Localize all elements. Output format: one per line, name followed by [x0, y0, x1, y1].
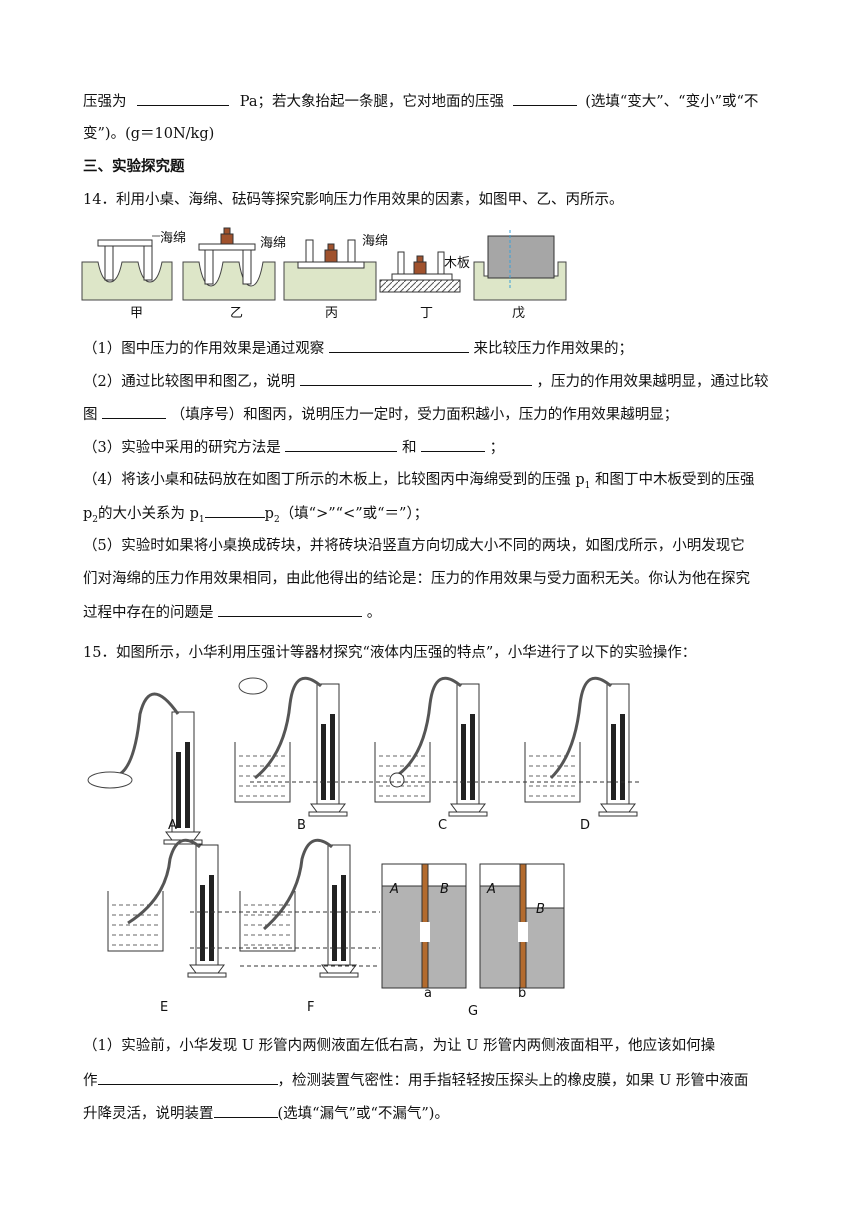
fig-yi — [182, 227, 276, 301]
apparatus-e — [107, 838, 227, 978]
fig-wu — [473, 230, 567, 301]
q13-text: 压强为 — [83, 94, 127, 110]
container-label: A — [390, 882, 399, 897]
apparatus-f — [239, 838, 359, 978]
fig-label: E — [160, 1000, 169, 1015]
sponge-label: 海绵 — [362, 234, 389, 249]
container-label: B — [440, 882, 449, 897]
answer-blank[interactable] — [97, 1070, 278, 1085]
q13-text: Pa；若大象抬起一条腿，它对地面的压强 — [239, 94, 504, 110]
fig-label: B — [297, 818, 306, 833]
fig-label: F — [307, 1000, 315, 1015]
fig-ding — [379, 251, 461, 293]
answer-blank[interactable] — [299, 371, 532, 386]
q14-text: 和 — [401, 440, 417, 456]
subscript: 1 — [584, 480, 591, 491]
q14-text: ，压力的作用效果越明显，通过比较 — [536, 374, 769, 390]
q15-part1: （1）实验前，小华发现 U 形管内两侧液面左低右高，为让 U 形管内两侧液面相平… — [83, 1038, 716, 1054]
q14-text: （1）图中压力的作用效果是通过观察 — [83, 341, 325, 357]
answer-blank[interactable] — [328, 338, 469, 353]
q14-text: ； — [489, 440, 505, 456]
q14-text: 过程中存在的问题是 — [83, 605, 214, 621]
apparatus-b — [234, 676, 348, 817]
answer-blank[interactable] — [512, 91, 577, 106]
q14-text: p — [83, 506, 93, 522]
sponge-label: 海绵 — [160, 231, 187, 246]
answer-blank[interactable] — [204, 503, 265, 518]
section-heading: 三、实验探究题 — [83, 159, 185, 175]
q14-part5-cont: 过程中存在的问题是 。 — [83, 602, 381, 623]
q14-stem: 14．利用小桌、海绵、砝码等探究影响压力作用效果的因素，如图甲、乙、丙所示。 — [83, 192, 624, 208]
fig-label: 丙 — [325, 306, 339, 321]
q13-line-1: 压强为 Pa；若大象抬起一条腿，它对地面的压强 (选填“变大”、“变小”或“不 — [83, 91, 758, 112]
q14-text: （2）通过比较图甲和图乙，说明 — [83, 374, 296, 390]
q14-text: 的大小关系为 p — [98, 506, 199, 522]
fig-label: A — [168, 818, 177, 833]
q14-part5-cont: 们对海绵的压力作用效果相同，由此他得出的结论是：压力的作用效果与受力面积无关。你… — [83, 571, 750, 587]
fig-label: D — [580, 818, 591, 833]
apparatus-c — [374, 676, 488, 817]
fig-label: 戊 — [512, 306, 526, 321]
q14-part1: （1）图中压力的作用效果是通过观察 来比较压力作用效果的； — [83, 338, 633, 359]
q14-part4: （4）将该小桌和砝码放在如图丁所示的木板上，比较图丙中海绵受到的压强 p1 和图… — [83, 470, 754, 496]
fig-label: G — [468, 1004, 479, 1019]
fig-label: b — [518, 986, 527, 1001]
q13-text: (选填“变大”、“变小”或“不 — [585, 94, 759, 110]
fig-label: 丁 — [420, 306, 434, 321]
apparatus-d — [524, 676, 638, 817]
answer-blank[interactable] — [137, 91, 230, 106]
q14-part2: （2）通过比较图甲和图乙，说明 ，压力的作用效果越明显，通过比较 — [83, 371, 768, 392]
q14-text: 和图丁中木板受到的压强 — [594, 472, 755, 488]
fig-label: 乙 — [230, 306, 244, 321]
fig-label: a — [424, 986, 432, 1001]
subscript: 1 — [198, 514, 205, 525]
fig-label: C — [438, 818, 448, 833]
q15-figure — [87, 676, 640, 989]
q15-part1-cont: 升降灵活，说明装置 (选填“漏气”或“不漏气”)。 — [83, 1103, 449, 1124]
q15-text: 作 — [83, 1073, 98, 1089]
q15-text: 升降灵活，说明装置 — [83, 1106, 214, 1122]
fig-jia — [81, 235, 173, 301]
q15-text: ，检测装置气密性：用手指轻轻按压探头上的橡皮膜，如果 U 形管中液面 — [277, 1073, 749, 1089]
q14-text: （填序号）和图丙，说明压力一定时，受力面积越小，压力的作用效果越明显； — [170, 407, 679, 423]
container-ga — [381, 863, 467, 989]
q14-part2-cont: 图 （填序号）和图丙，说明压力一定时，受力面积越小，压力的作用效果越明显； — [83, 404, 678, 425]
container-gb — [479, 863, 565, 989]
q14-text: （4）将该小桌和砝码放在如图丁所示的木板上，比较图丙中海绵受到的压强 p — [83, 472, 585, 488]
q14-text: 。 — [366, 605, 382, 621]
q15-text: (选填“漏气”或“不漏气”)。 — [277, 1106, 449, 1122]
q14-part3: （3）实验中采用的研究方法是 和 ； — [83, 437, 504, 458]
q14-text: 图 — [83, 407, 98, 423]
q15-part1-cont: 作 ，检测装置气密性：用手指轻轻按压探头上的橡皮膜，如果 U 形管中液面 — [83, 1070, 748, 1091]
q15-stem: 15．如图所示，小华利用压强计等器材探究“液体内压强的特点”，小华进行了以下的实… — [83, 645, 697, 661]
q14-text: （3）实验中采用的研究方法是 — [83, 440, 281, 456]
container-label: A — [487, 882, 496, 897]
q14-text: p — [264, 506, 274, 522]
apparatus-a — [87, 692, 203, 845]
q14-text: （填“>”“<”或“＝”）； — [279, 506, 429, 522]
subscript: 2 — [92, 514, 99, 525]
q13-line-2: 变”)。(g＝10N/kg) — [83, 126, 215, 142]
board-label: 木板 — [444, 256, 471, 271]
answer-blank[interactable] — [102, 404, 167, 419]
answer-blank[interactable] — [218, 602, 363, 617]
container-label: B — [536, 902, 545, 917]
q14-part5: （5）实验时如果将小桌换成砖块，并将砖块沿竖直方向切成大小不同的两块，如图戊所示… — [83, 538, 745, 554]
q14-figure — [81, 227, 567, 301]
answer-blank[interactable] — [285, 437, 398, 452]
fig-bing — [283, 239, 377, 301]
sponge-label: 海绵 — [260, 236, 287, 251]
q14-text: 来比较压力作用效果的； — [473, 341, 633, 357]
answer-blank[interactable] — [213, 1103, 278, 1118]
subscript: 2 — [273, 514, 280, 525]
answer-blank[interactable] — [421, 437, 486, 452]
fig-label: 甲 — [130, 306, 144, 321]
